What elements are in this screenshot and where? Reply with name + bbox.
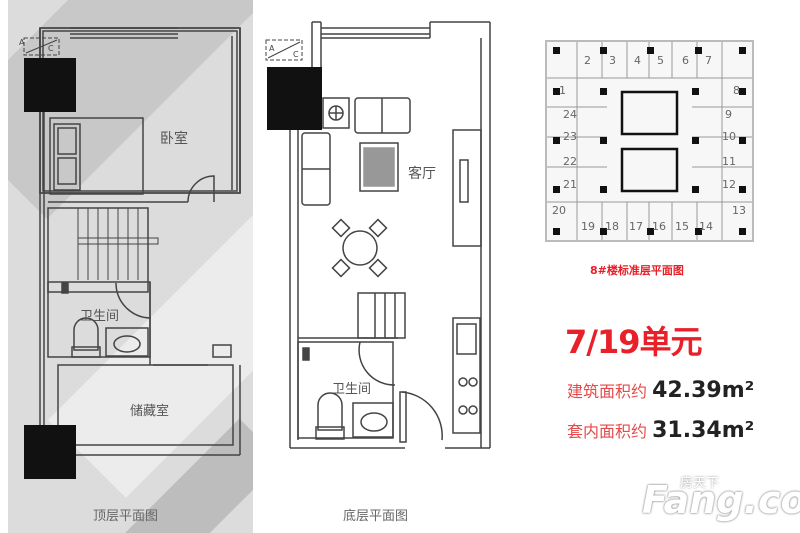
inner-area-value: 31.34m²: [652, 418, 755, 443]
building-area-row: 建筑面积约 42.39m²: [567, 378, 754, 403]
top-floor-plan-drawing: [23, 27, 241, 479]
building-area-label: 建筑面积约: [567, 382, 648, 401]
key-plan-unit-numbers: 1 2 3 4 5 6 7 8 24 23 22 21 9 10 11 12 2…: [547, 42, 752, 240]
unit-12: 12: [722, 178, 736, 191]
unit-13: 13: [732, 204, 746, 217]
unit-15: 15: [675, 220, 689, 233]
unit-20: 20: [552, 204, 566, 217]
building-area-value: 42.39m²: [652, 378, 755, 403]
unit-8: 8: [733, 84, 740, 97]
room-label-living-room: 客厅: [408, 166, 436, 182]
key-plan: 1 2 3 4 5 6 7 8 24 23 22 21 9 10 11 12 2…: [545, 40, 754, 242]
key-plan-drawing: [547, 42, 752, 240]
top-floor-caption: 顶层平面图: [93, 509, 159, 524]
unit-11: 11: [722, 155, 736, 168]
unit-19: 19: [581, 220, 595, 233]
ac-marker-c: C: [48, 44, 54, 53]
watermark-cn: 房天下: [680, 476, 720, 491]
ac-marker-a-ground: A: [269, 44, 275, 53]
unit-14: 14: [699, 220, 713, 233]
unit-16: 16: [652, 220, 666, 233]
unit-23: 23: [563, 130, 577, 143]
unit-18: 18: [605, 220, 619, 233]
unit-17: 17: [629, 220, 643, 233]
unit-9: 9: [725, 108, 732, 121]
room-label-bathroom-top: 卫生间: [80, 309, 120, 324]
ac-marker-c-ground: C: [293, 50, 299, 59]
unit-21: 21: [563, 178, 577, 191]
unit-24: 24: [563, 108, 577, 121]
ac-marker-a: A: [19, 38, 25, 47]
watermark-logo: Fang.com: [642, 478, 800, 522]
unit-title: 7/19单元: [565, 323, 702, 361]
unit-2: 2: [584, 54, 591, 67]
room-label-bathroom-ground: 卫生间: [332, 382, 372, 397]
unit-7: 7: [705, 54, 712, 67]
ground-floor-plan-drawing: [265, 21, 491, 449]
unit-6: 6: [682, 54, 689, 67]
unit-1: 1: [559, 84, 566, 97]
unit-22: 22: [563, 155, 577, 168]
unit-10: 10: [722, 130, 736, 143]
unit-4: 4: [634, 54, 641, 67]
inner-area-label: 套内面积约: [567, 422, 648, 441]
room-label-storage: 储藏室: [130, 404, 170, 419]
ground-floor-caption: 底层平面图: [343, 509, 409, 524]
inner-area-row: 套内面积约 31.34m²: [567, 418, 754, 443]
room-label-bedroom: 卧室: [160, 131, 188, 147]
unit-5: 5: [657, 54, 664, 67]
top-floor-panel: A C 卧室 卫生间 储藏室 顶层平面图: [8, 0, 253, 533]
unit-3: 3: [609, 54, 616, 67]
key-plan-title: 8#楼标准层平面图: [590, 264, 684, 277]
